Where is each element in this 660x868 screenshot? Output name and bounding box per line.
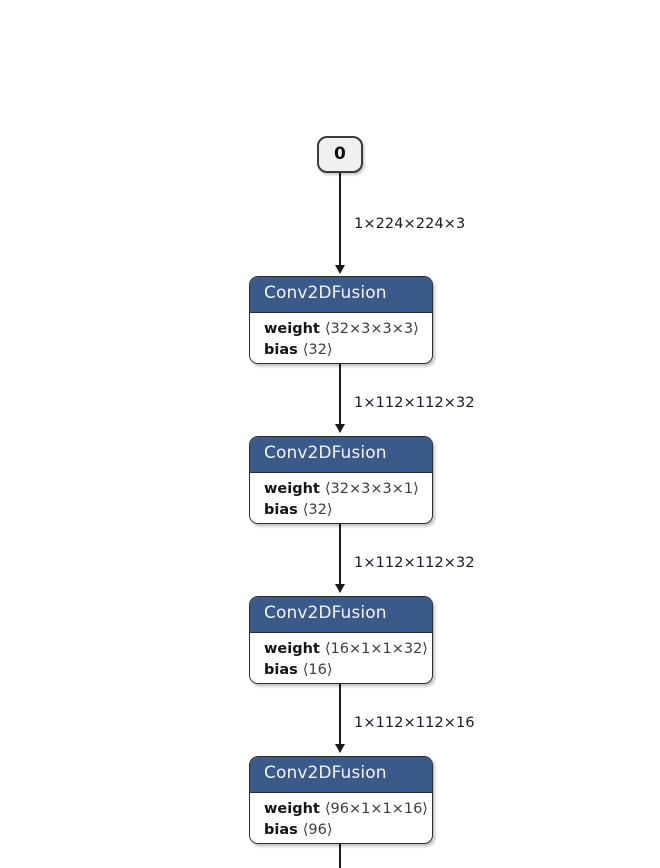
graph-edge-arrowhead-2	[334, 584, 345, 593]
graph-edge-label-3: 1×112×112×16	[354, 715, 475, 731]
node-attribute-row: bias⟨32⟩	[264, 340, 420, 361]
node-attribute-row: weight⟨32×3×3×3⟩	[264, 319, 420, 340]
node-type-header: Conv2DFusion	[250, 277, 432, 313]
graph-edge-label-0: 1×224×224×3	[354, 216, 466, 232]
node-attribute-row: weight⟨16×1×1×32⟩	[264, 639, 428, 660]
attribute-key: weight	[264, 480, 320, 497]
graph-edge-line-1	[339, 364, 341, 426]
graph-edge-label-1: 1×112×112×32	[354, 395, 475, 411]
attribute-key: weight	[264, 320, 320, 337]
graph-edge-line-3	[339, 684, 341, 746]
graph-edge-arrowhead-1	[334, 424, 345, 433]
attribute-value: ⟨16×1×1×32⟩	[324, 640, 428, 657]
input-node-label: 0	[333, 144, 347, 164]
node-attributes: weight⟨32×3×3×3⟩ bias⟨32⟩	[250, 312, 432, 363]
node-attribute-row: bias⟨96⟩	[264, 820, 420, 841]
graph-node-input-0[interactable]: 0	[317, 136, 363, 173]
node-attributes: weight⟨16×1×1×32⟩ bias⟨16⟩	[250, 632, 432, 683]
graph-node-conv2dfusion-4[interactable]: Conv2DFusion weight⟨96×1×1×16⟩ bias⟨96⟩	[249, 756, 433, 844]
graph-edge-line-4-truncated	[339, 844, 341, 868]
node-type-header: Conv2DFusion	[250, 437, 432, 473]
attribute-value: ⟨96⟩	[302, 821, 333, 838]
attribute-value: ⟨16⟩	[302, 661, 333, 678]
attribute-key: bias	[264, 661, 298, 678]
graph-edge-arrowhead-3	[334, 744, 345, 753]
node-attribute-row: bias⟨32⟩	[264, 500, 420, 521]
attribute-value: ⟨32×3×3×3⟩	[324, 320, 419, 337]
graph-node-conv2dfusion-1[interactable]: Conv2DFusion weight⟨32×3×3×3⟩ bias⟨32⟩	[249, 276, 433, 364]
graph-edge-arrowhead-0	[334, 265, 345, 274]
graph-node-conv2dfusion-3[interactable]: Conv2DFusion weight⟨16×1×1×32⟩ bias⟨16⟩	[249, 596, 433, 684]
node-attributes: weight⟨32×3×3×1⟩ bias⟨32⟩	[250, 472, 432, 523]
node-type-header: Conv2DFusion	[250, 757, 432, 793]
node-attribute-row: weight⟨96×1×1×16⟩	[264, 799, 428, 820]
attribute-key: weight	[264, 800, 320, 817]
graph-edge-line-0	[339, 173, 341, 267]
node-attribute-row: weight⟨32×3×3×1⟩	[264, 479, 420, 500]
node-attribute-row: bias⟨16⟩	[264, 660, 420, 681]
attribute-value: ⟨32⟩	[302, 341, 333, 358]
attribute-key: bias	[264, 341, 298, 358]
attribute-key: bias	[264, 501, 298, 518]
attribute-value: ⟨96×1×1×16⟩	[324, 800, 428, 817]
node-type-header: Conv2DFusion	[250, 597, 432, 633]
attribute-key: bias	[264, 821, 298, 838]
graph-node-conv2dfusion-2[interactable]: Conv2DFusion weight⟨32×3×3×1⟩ bias⟨32⟩	[249, 436, 433, 524]
attribute-value: ⟨32×3×3×1⟩	[324, 480, 419, 497]
attribute-key: weight	[264, 640, 320, 657]
attribute-value: ⟨32⟩	[302, 501, 333, 518]
node-attributes: weight⟨96×1×1×16⟩ bias⟨96⟩	[250, 792, 432, 843]
graph-edge-line-2	[339, 524, 341, 586]
graph-edge-label-2: 1×112×112×32	[354, 555, 475, 571]
